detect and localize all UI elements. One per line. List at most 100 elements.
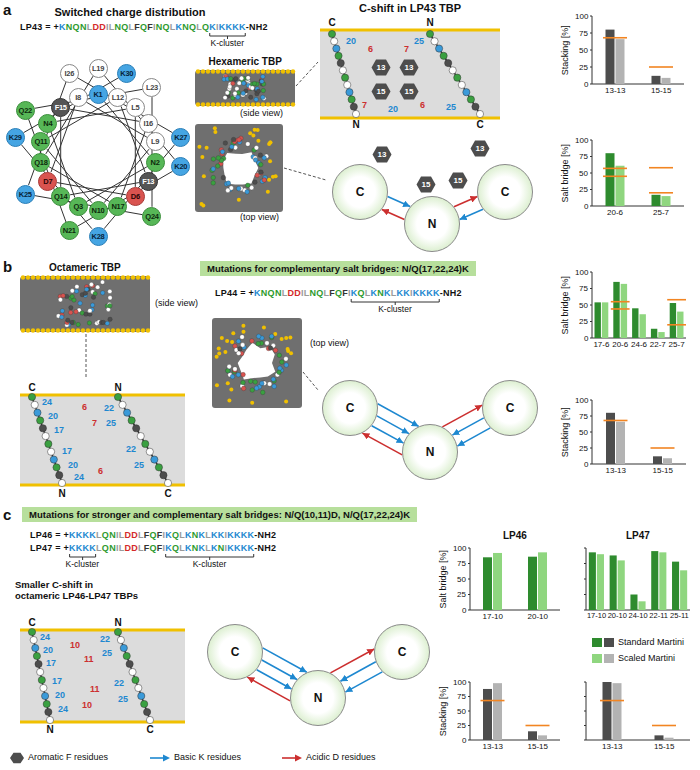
data-bar — [602, 302, 608, 338]
chart-axis — [586, 682, 690, 740]
reference-line — [611, 308, 630, 310]
helix-bead — [50, 456, 57, 463]
label: Switched charge distribution — [55, 6, 206, 19]
hexagon-sample — [10, 753, 24, 763]
hexagon-shape — [449, 172, 468, 188]
label: LP47 — [626, 530, 650, 542]
helix-bead — [335, 52, 342, 59]
peptide-bead — [236, 339, 241, 344]
legend-swatch — [592, 654, 602, 663]
label: 75 — [579, 29, 588, 38]
helix-bead — [132, 676, 139, 683]
lipid-head — [221, 69, 225, 73]
peptide-bead — [226, 181, 231, 186]
label: K-cluster — [210, 39, 244, 49]
peptide-bead — [248, 379, 253, 384]
lipid-head — [96, 275, 100, 279]
label: Hexameric TBP — [209, 56, 282, 68]
peptide-bead — [68, 310, 72, 314]
helix-end-circle: C — [322, 380, 378, 436]
peptide-bead — [101, 320, 105, 324]
label: (side view) — [155, 298, 198, 308]
membrane-band — [20, 630, 185, 722]
axis-tick — [584, 711, 586, 712]
helix-bead — [41, 692, 48, 699]
peptide-bead — [260, 390, 265, 395]
label: K-cluster — [193, 560, 227, 570]
data-bar — [670, 303, 676, 338]
label: 25-7 — [653, 208, 669, 217]
helix-bead — [37, 417, 44, 424]
helix-bead — [123, 409, 130, 416]
peptide-bead — [254, 97, 258, 101]
node-text: N — [314, 691, 323, 705]
peptide-bead — [74, 289, 78, 293]
data-bar — [610, 555, 617, 610]
helix-bead — [344, 81, 351, 88]
axis-tick — [590, 432, 592, 433]
node-text: C — [231, 645, 240, 659]
helix-end-circle: C — [482, 380, 538, 436]
residue-circle: I16 — [139, 114, 158, 133]
label: Stacking [%] — [560, 407, 570, 457]
reference-line — [600, 700, 624, 702]
axis-tick — [590, 288, 592, 289]
lipid-head — [206, 69, 210, 73]
helix-axis — [332, 34, 356, 114]
node-text: N10 — [92, 206, 105, 215]
helix-bead — [114, 393, 121, 400]
helix-end-circle: C — [477, 164, 533, 220]
helix-bead — [117, 636, 124, 643]
axis-tick — [584, 594, 586, 595]
label: C — [477, 119, 484, 131]
lipid-head — [211, 102, 215, 106]
label: N — [47, 724, 54, 736]
node-text: N21 — [63, 226, 76, 235]
label: 7 — [404, 44, 409, 54]
label: 20-6 — [612, 340, 628, 349]
aromatic-hexagon: 15 — [399, 83, 419, 100]
chart-axis — [592, 400, 686, 464]
reference-line — [481, 700, 505, 702]
label: 20 — [388, 104, 398, 114]
lipid-head — [66, 275, 70, 279]
lipid-head — [202, 174, 206, 178]
helix-bead — [467, 96, 474, 103]
lipid-head — [41, 328, 45, 332]
peptide-bead — [245, 183, 250, 188]
residue-circle: L19 — [89, 59, 108, 78]
peptide-bead — [241, 91, 245, 95]
label: Salt bridge [%] — [560, 144, 570, 203]
label: 25 — [118, 694, 128, 704]
label: 100 — [453, 678, 466, 687]
node-text: 15 — [454, 176, 463, 185]
label: N — [115, 617, 122, 629]
axis-tick — [584, 579, 586, 580]
peptide-bead — [265, 341, 270, 346]
node-text: 15 — [405, 87, 414, 96]
label: Salt bridge [%] — [438, 550, 448, 609]
peptide-bead — [250, 388, 255, 393]
label: Stacking [%] — [560, 25, 570, 75]
peptide-bead — [279, 360, 284, 365]
peptide-bead — [277, 370, 282, 375]
node-text: K30 — [120, 69, 133, 78]
chart-axis — [592, 140, 684, 206]
residue-circle: N10 — [89, 201, 108, 220]
node-text: Q24 — [145, 212, 158, 221]
peptide-bead — [228, 76, 232, 80]
sequence-text: LP44 = +KNQNLDDILNQLFQFIKQLKNKLKKIKKKK-N… — [215, 288, 462, 298]
lipid-head — [121, 328, 125, 332]
peptide-bead — [88, 308, 92, 312]
helix-bead — [341, 74, 348, 81]
peptide-bead — [245, 76, 249, 80]
helix-bead — [128, 417, 135, 424]
helix-bead — [42, 432, 49, 439]
helix-bead — [58, 479, 65, 486]
lipid-head — [262, 326, 266, 330]
data-bar — [651, 551, 658, 610]
helix-axis — [118, 397, 168, 483]
salt-bridge-arrow — [263, 648, 307, 672]
label: 17 — [62, 446, 72, 456]
lipid-head — [36, 275, 40, 279]
